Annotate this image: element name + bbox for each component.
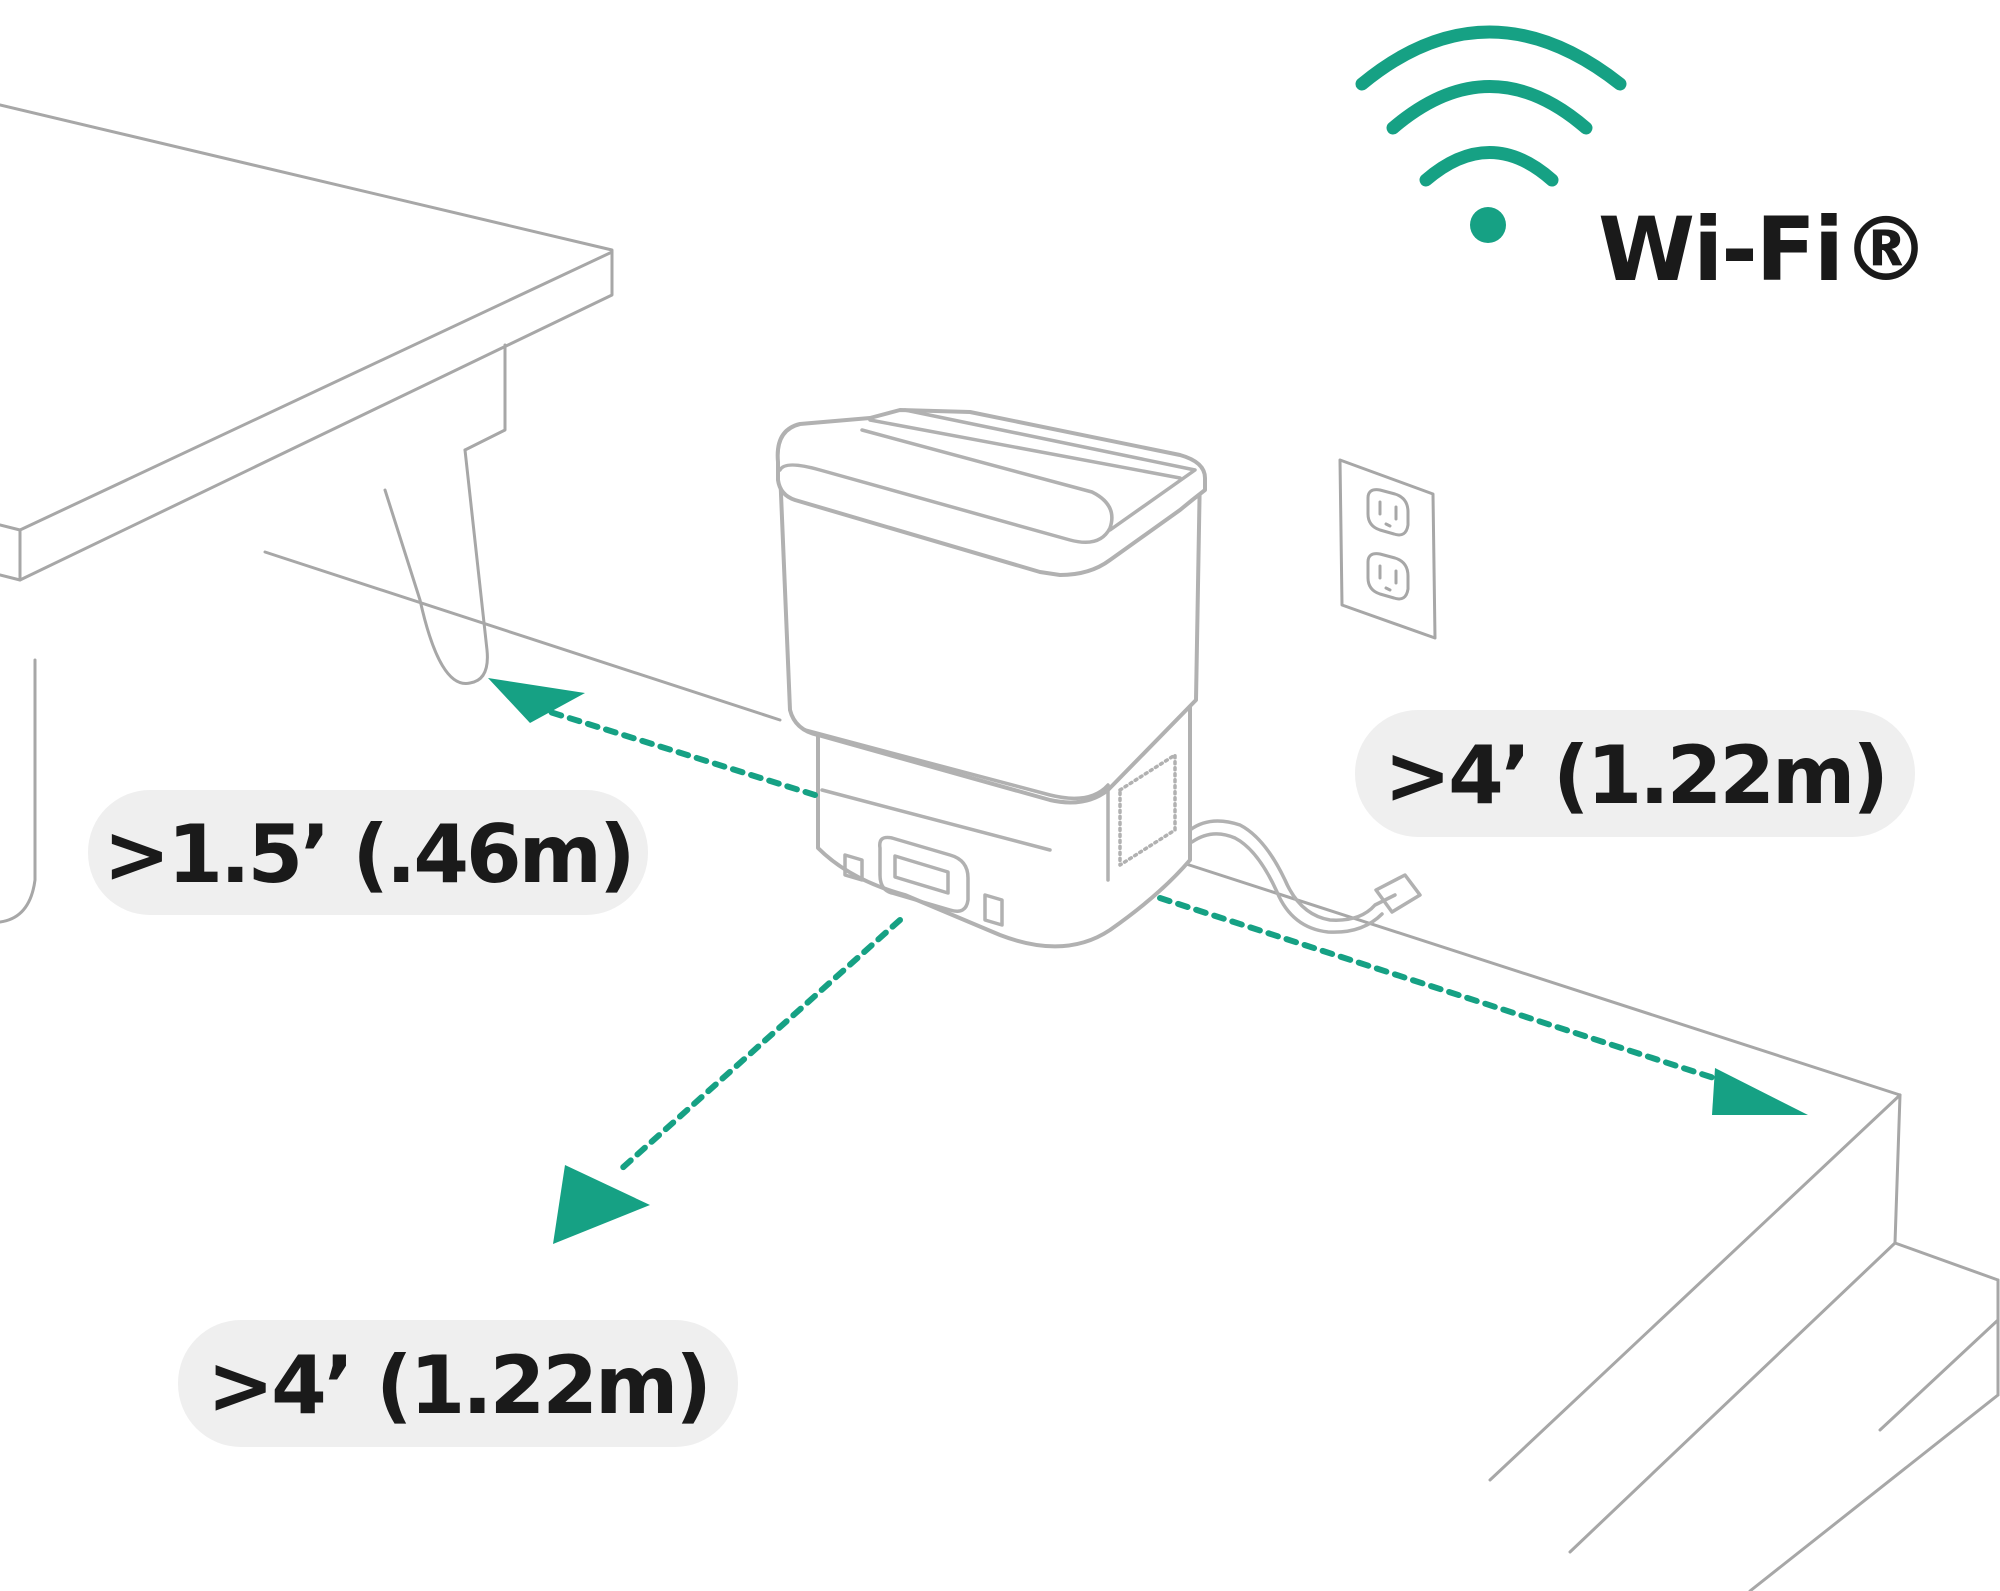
right-clearance-arrow <box>1160 898 1808 1115</box>
front-clearance-arrow <box>553 920 900 1244</box>
right-clearance-label: >4’ (1.22m) <box>1355 710 1915 837</box>
front-clearance-dashed-line <box>620 920 900 1170</box>
side-clearance-dashed-line <box>550 712 815 795</box>
side-clearance-text: >1.5’ (.46m) <box>103 808 632 901</box>
wifi-icon <box>1362 32 1620 243</box>
wifi-label: Wi-Fi® <box>1598 198 1928 301</box>
wall-outlet <box>1340 460 1435 638</box>
side-clearance-arrow <box>488 678 815 795</box>
front-clearance-text: >4’ (1.22m) <box>207 1339 709 1432</box>
right-clearance-arrowhead <box>1712 1068 1808 1115</box>
front-clearance-label: >4’ (1.22m) <box>178 1320 738 1447</box>
front-clearance-arrowhead <box>553 1165 650 1244</box>
docking-station <box>778 410 1420 946</box>
right-clearance-dashed-line <box>1160 898 1720 1080</box>
right-clearance-text: >4’ (1.22m) <box>1384 729 1886 822</box>
side-clearance-label: >1.5’ (.46m) <box>88 790 648 915</box>
